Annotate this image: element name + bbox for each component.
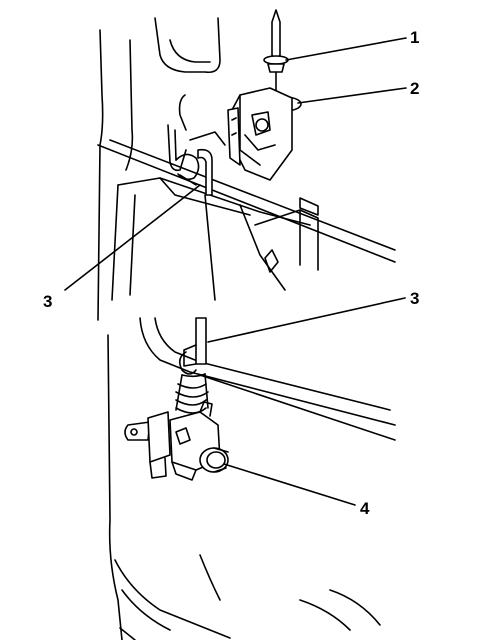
lock-cylinder <box>125 402 228 480</box>
callout-1: 1 <box>410 28 420 47</box>
lower-door-frame <box>108 318 395 640</box>
leader-lines-lower <box>208 298 405 505</box>
callout-4: 4 <box>360 499 370 518</box>
upper-door-frame <box>98 18 395 320</box>
callout-3-lower: 3 <box>410 289 420 308</box>
leader-lines-upper <box>65 38 406 290</box>
striker-bracket <box>228 88 301 180</box>
callout-2: 2 <box>410 79 420 98</box>
clip-rod-lower <box>176 318 208 413</box>
callout-3-upper: 3 <box>43 292 53 311</box>
clip-rod-upper <box>168 125 225 195</box>
fastener-pin <box>264 10 288 95</box>
